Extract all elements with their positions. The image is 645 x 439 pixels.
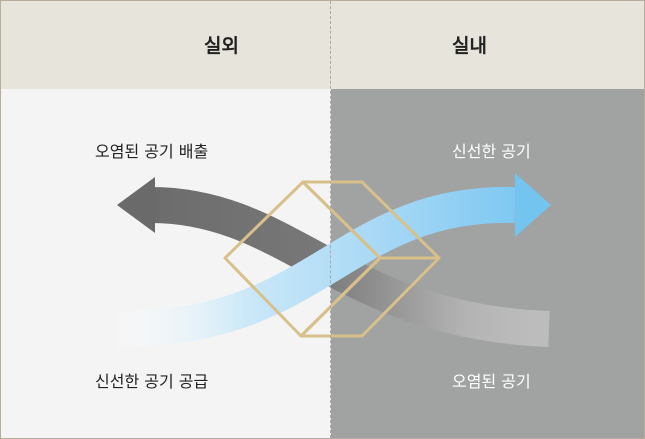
outdoor-heading: 실외 bbox=[204, 35, 239, 57]
indoor-heading: 실내 bbox=[452, 35, 487, 57]
fresh-air-arrowhead bbox=[515, 173, 551, 237]
fresh-air-arrow-body bbox=[116, 186, 516, 348]
polluted-exhaust-label: 오염된 공기 배출 bbox=[95, 142, 209, 161]
fresh-air-label: 신선한 공기 bbox=[452, 142, 531, 161]
fresh-air-supply-label: 신선한 공기 공급 bbox=[95, 372, 209, 391]
polluted-air-label: 오염된 공기 bbox=[452, 372, 531, 391]
indoor-panel bbox=[331, 89, 644, 438]
section-divider bbox=[330, 1, 331, 438]
polluted-air-arrowhead bbox=[117, 177, 155, 233]
header-bar bbox=[1, 1, 644, 89]
heat-exchanger-icon bbox=[223, 180, 441, 338]
